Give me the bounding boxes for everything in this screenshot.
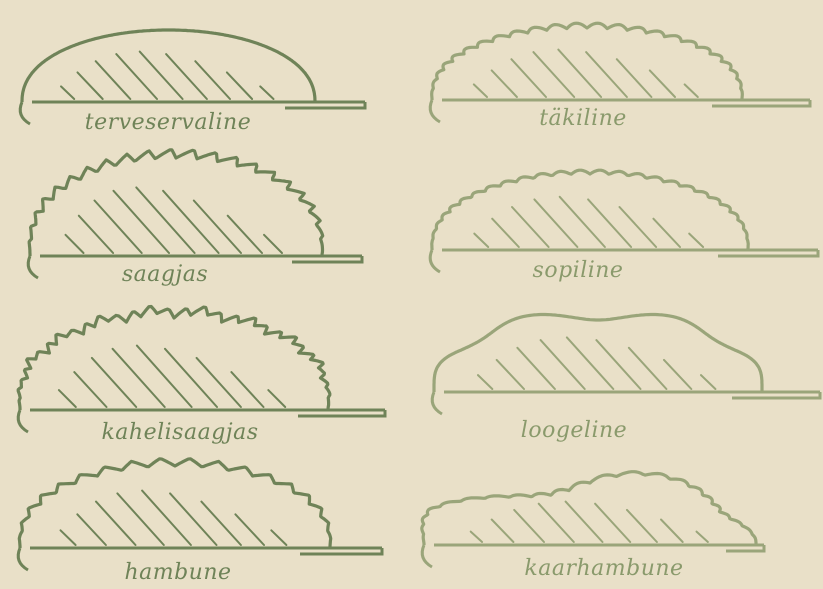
leaf-double-serrate-margin	[18, 307, 385, 433]
leaf-hatch-line	[78, 72, 103, 99]
leaf-sinuate-margin	[430, 170, 818, 272]
leaf-hatch-line	[116, 54, 157, 99]
leaf-hatch-line	[511, 59, 546, 97]
leaf-base-curl	[432, 392, 442, 414]
leaf-base-curl	[20, 102, 30, 124]
leaf-hatch-line	[492, 520, 514, 543]
leaf-hatch-line	[66, 235, 84, 253]
leaf-hatch-line	[114, 191, 170, 253]
leaf-base-curl	[422, 545, 432, 567]
leaf-hatch-line	[701, 375, 715, 389]
leaf-hatch-line	[567, 337, 613, 389]
leaf-hatch-line	[661, 520, 683, 543]
leaf-hatch-line	[166, 54, 207, 99]
label-kaarhambune: kaarhambune	[524, 556, 683, 581]
leaf-hatch-line	[558, 50, 601, 97]
leaf-base-curl	[18, 410, 28, 432]
leaf-hatch-line	[478, 375, 492, 389]
leaf-hatch-line	[117, 493, 163, 545]
leaf-hatch-line	[113, 349, 165, 407]
leaf-midrib	[434, 545, 764, 551]
leaf-hatch-line	[539, 504, 574, 542]
leaf-hatch-line	[137, 346, 192, 407]
leaf-hatch-line	[227, 72, 252, 99]
leaf-outline	[29, 150, 323, 256]
leaf-dentate-margin	[18, 459, 382, 570]
leaf-hatch-line	[59, 390, 76, 407]
label-loogeline: loogeline	[521, 418, 627, 443]
leaf-base-curl	[28, 256, 38, 278]
label-sopiline: sopiline	[533, 258, 624, 283]
leaf-hatch-line	[228, 216, 262, 253]
leaf-hatch-line	[140, 52, 183, 99]
leaf-hatch-line	[235, 514, 264, 545]
leaf-hatch-line	[163, 191, 219, 253]
leaf-base-curl	[18, 548, 28, 570]
leaf-serrate-margin	[28, 150, 362, 278]
leaf-hatch-line	[685, 84, 698, 97]
leaf-midrib	[30, 548, 382, 554]
leaf-hatch-line	[664, 360, 691, 389]
leaf-hatch-line	[517, 348, 555, 389]
leaf-hatch-line	[79, 216, 113, 253]
leaf-hatch-line	[95, 201, 142, 254]
leaf-hatch-line	[271, 530, 286, 545]
leaf-hatch-line	[474, 84, 487, 97]
leaf-hatch-line	[492, 219, 519, 247]
leaf-hatch-line	[697, 532, 708, 542]
leaf-hatch-line	[197, 358, 241, 407]
label-takiline: täkiline	[539, 106, 627, 131]
leaf-hatch-line	[96, 61, 131, 99]
leaf-hatch-line	[142, 491, 191, 545]
leaf-midrib	[30, 410, 385, 416]
leaf-midrib	[444, 392, 820, 398]
leaf-hatch-line	[201, 502, 241, 545]
leaf-hatch-line	[136, 187, 194, 253]
leaf-hatch-line	[512, 207, 549, 247]
leaf-midrib	[442, 250, 818, 256]
label-kahelisaagjas: kahelisaagjas	[101, 420, 258, 445]
leaf-hatch-line	[61, 86, 74, 99]
leaf-hatch-line	[588, 199, 631, 247]
leaf-hatch-line	[653, 219, 680, 247]
leaf-hatch-line	[595, 504, 630, 542]
label-hambune: hambune	[124, 560, 231, 585]
leaf-base-curl	[430, 100, 440, 122]
leaf-midrib	[32, 102, 365, 108]
leaf-hatch-line	[471, 532, 482, 542]
leaf-hatch-line	[560, 197, 605, 247]
leaf-hatch-line	[514, 510, 544, 542]
leaf-undulate-margin	[432, 315, 820, 415]
leaf-hatch-line	[596, 340, 640, 389]
leaf-hatch-line	[627, 510, 657, 542]
leaf-hatch-line	[165, 349, 217, 407]
leaf-hatch-line	[77, 514, 106, 545]
leaf-hatch-line	[268, 390, 285, 407]
leaf-hatch-line	[260, 86, 273, 99]
leaf-hatch-line	[689, 234, 703, 247]
leaf-hatch-line	[650, 70, 675, 97]
leaf-hatch-line	[586, 52, 627, 97]
leaf-hatch-line	[492, 70, 517, 97]
leaf-hatch-line	[61, 530, 76, 545]
label-terveservaline: terveservaline	[85, 110, 251, 135]
leaf-hatch-line	[264, 235, 282, 253]
leaf-hatch-line	[170, 493, 216, 545]
label-saagjas: saagjas	[122, 262, 208, 287]
leaf-hatch-line	[566, 502, 603, 542]
leaf-hatch-line	[497, 360, 524, 389]
leaf-base-curl	[430, 250, 440, 272]
leaf-hatch-line	[474, 234, 488, 247]
leaf-hatch-line	[194, 201, 241, 254]
leaf-lobed-margin	[422, 472, 764, 567]
leaf-hatch-line	[74, 372, 106, 407]
